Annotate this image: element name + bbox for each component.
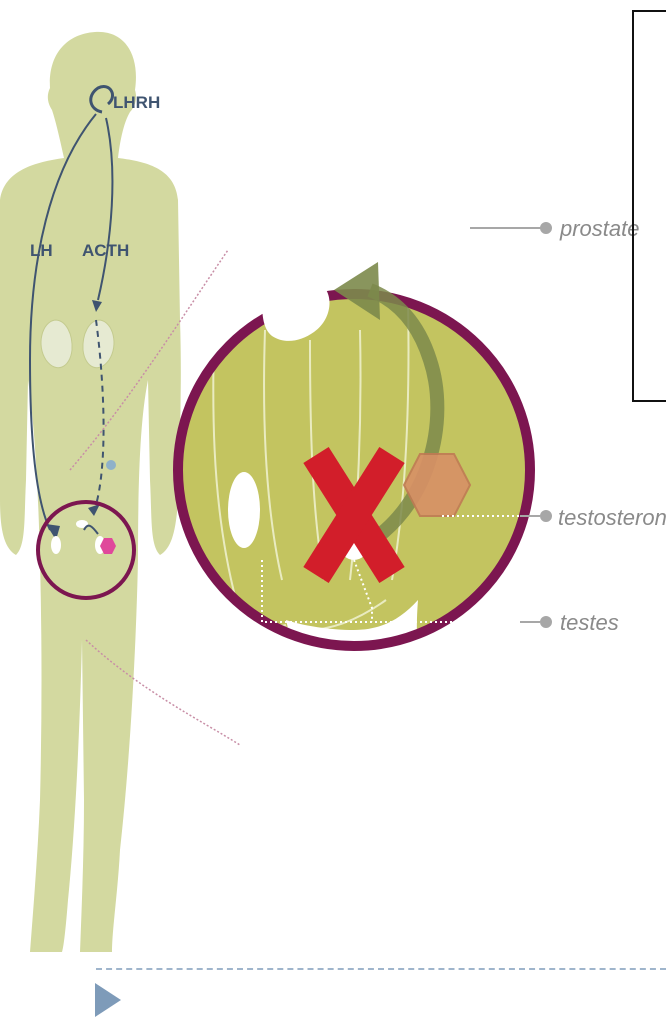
lhrh-label: LHRH [113,93,160,112]
empty-text-box [632,10,666,402]
adrenal-hormone-dot [106,460,116,470]
footer-divider [96,968,666,970]
lh-label: LH [30,241,53,260]
prostate-label: prostate [559,216,640,241]
body-testis-left [51,536,61,554]
testis-left-zoom [228,472,260,548]
play-triangle-icon[interactable] [95,983,121,1017]
testosterone-label: testosterone [558,505,666,530]
acth-label: ACTH [82,241,129,260]
testes-label: testes [560,610,619,635]
body-silhouette [0,32,181,952]
